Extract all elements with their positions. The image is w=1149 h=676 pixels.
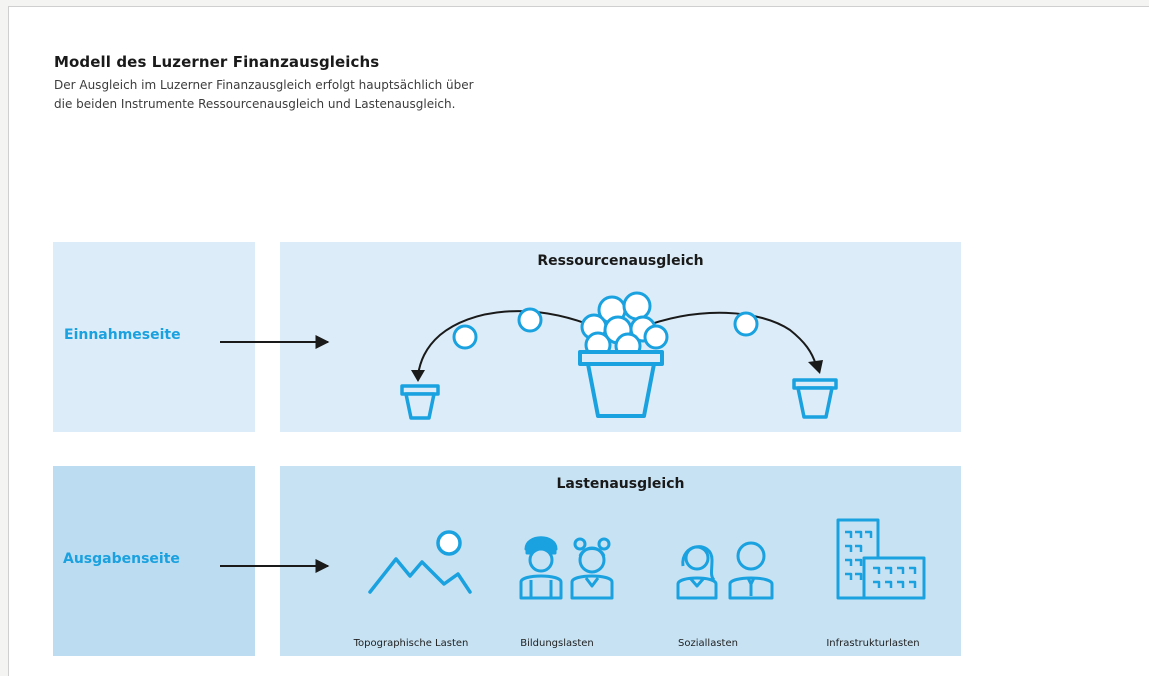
page-title: Modell des Luzerner Finanzausgleichs [54,53,380,71]
resource-equalization-title: Ressourcenausgleich [537,253,704,269]
subtitle-line-1: Der Ausgleich im Luzerner Finanzausgleic… [54,78,474,92]
income-side-panel [53,242,255,432]
students-icon [519,536,614,600]
burden-label-infrastructure: Infrastrukturlasten [826,638,920,649]
page-subtitle: Der Ausgleich im Luzerner Finanzausgleic… [54,76,614,114]
coin-icon [452,307,759,350]
expense-side-panel [53,466,255,656]
right-arrowhead-icon [808,360,823,374]
expense-side-label: Ausgabenseite [63,551,180,567]
income-side-label: Einnahmeseite [64,327,181,343]
flow-arcs-icon [417,310,817,376]
small-pot-left-icon [400,384,440,420]
mountain-sun-icon [368,530,472,594]
burden-label-social: Soziallasten [678,638,738,649]
burden-label-topographic: Topographische Lasten [353,638,469,649]
burden-label-education: Bildungslasten [520,638,594,649]
subtitle-line-2: die beiden Instrumente Ressourcenausglei… [54,97,456,111]
left-arrowhead-icon [411,370,425,382]
burden-equalization-title: Lastenausgleich [556,476,685,492]
large-pot-icon [578,291,669,418]
buildings-icon [836,518,926,600]
small-pot-right-icon [792,378,838,419]
people-icon [676,541,774,600]
